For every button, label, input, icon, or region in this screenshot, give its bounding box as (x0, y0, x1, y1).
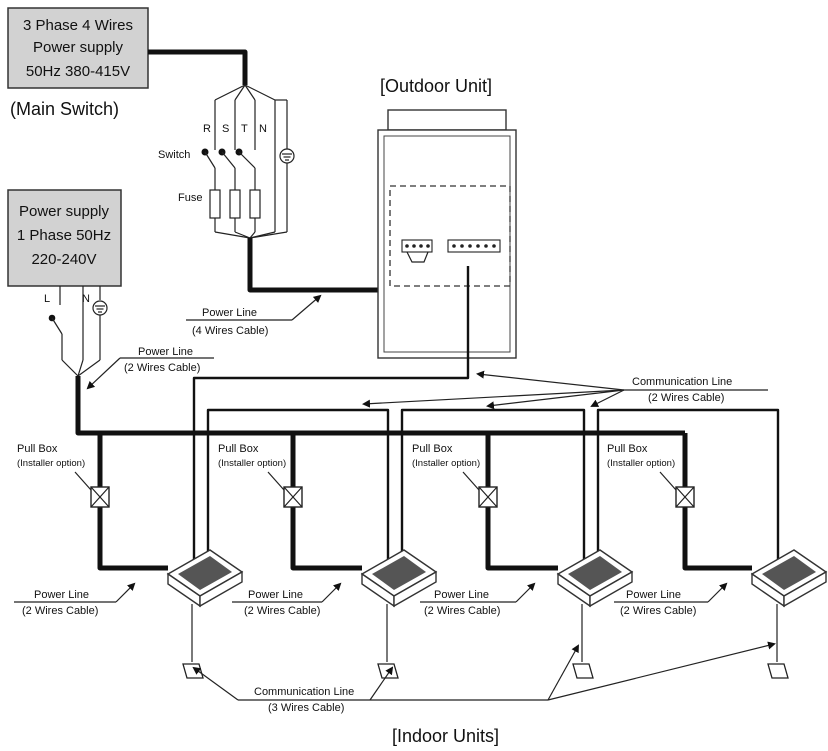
single-phase-switch (48, 286, 108, 377)
power-line-4-cable: (4 Wires Cable) (192, 325, 268, 337)
communication-line-2-cable: (2 Wires Cable) (648, 392, 724, 404)
indoor-power-line-1-title: Power Line (34, 589, 89, 601)
pull-box-2-title: Pull Box (218, 443, 259, 455)
outdoor-unit-label: [Outdoor Unit] (380, 76, 492, 96)
communication-bus (192, 266, 780, 575)
main-switch-label: (Main Switch) (10, 99, 119, 119)
indoor-units-label: [Indoor Units] (392, 726, 499, 746)
phase-label-n: N (259, 123, 267, 135)
indoor-power-bus (75, 376, 752, 571)
power-line-2-main-title: Power Line (138, 346, 193, 358)
indoor-power-line-3-title: Power Line (434, 589, 489, 601)
indoor-unit (556, 549, 634, 608)
pull-box-3-note: (Installer option) (412, 458, 480, 469)
three-phase-supply-line3: 50Hz 380-415V (26, 63, 130, 80)
three-phase-supply-line1: 3 Phase 4 Wires (23, 17, 133, 34)
indoor-unit (750, 549, 828, 608)
indoor-unit (166, 549, 244, 608)
outdoor-unit (377, 109, 517, 359)
phase-label-t: T (241, 123, 248, 135)
indoor-power-line-2-cable: (2 Wires Cable) (244, 605, 320, 617)
indoor-power-line-4-cable: (2 Wires Cable) (620, 605, 696, 617)
phase-label-r: R (203, 123, 211, 135)
communication-line-3-cable: (3 Wires Cable) (268, 702, 344, 714)
earth-icon (279, 148, 295, 164)
three-phase-supply-line2: Power supply (33, 39, 124, 56)
communication-line-3-title: Communication Line (254, 686, 354, 698)
communication-terminal-block (447, 239, 501, 253)
pull-box-2-note: (Installer option) (218, 458, 286, 469)
terminal-label-n: N (82, 293, 90, 305)
indoor-power-line-2-title: Power Line (248, 589, 303, 601)
phase-label-s: S (222, 123, 229, 135)
fuse-icon (229, 189, 241, 219)
power-line-4-title: Power Line (202, 307, 257, 319)
indoor-power-line-4-title: Power Line (626, 589, 681, 601)
remote-controller-icon (572, 663, 594, 679)
terminal-label-l: L (44, 293, 50, 305)
indoor-unit (360, 549, 438, 608)
pull-box-4-title: Pull Box (607, 443, 648, 455)
power-line-2-main-cable: (2 Wires Cable) (124, 362, 200, 374)
remote-controller-icon (182, 663, 204, 679)
earth-icon (92, 300, 108, 316)
single-phase-supply-line1: Power supply (19, 203, 110, 220)
switch-fuse-assembly (201, 84, 295, 239)
communication-line-2-title: Communication Line (632, 376, 732, 388)
single-phase-supply-line2: 1 Phase 50Hz (17, 227, 111, 244)
pull-box-1-title: Pull Box (17, 443, 58, 455)
power-terminal-block (401, 239, 433, 253)
indoor-power-line-3-cable: (2 Wires Cable) (424, 605, 500, 617)
fuse-icon (249, 189, 261, 219)
fuse-icon (209, 189, 221, 219)
pull-box-1-note: (Installer option) (17, 458, 85, 469)
single-phase-supply-line3: 220-240V (31, 251, 96, 268)
remote-controller-icon (377, 663, 399, 679)
remote-controller-icon (767, 663, 789, 679)
three-phase-supply-box (7, 7, 149, 89)
switch-label: Switch (158, 149, 190, 161)
pull-box-3-title: Pull Box (412, 443, 453, 455)
pull-box-4-note: (Installer option) (607, 458, 675, 469)
single-phase-supply-box (7, 189, 122, 287)
main-supply-cable (148, 49, 248, 85)
fuse-label: Fuse (178, 192, 202, 204)
indoor-power-line-1-cable: (2 Wires Cable) (22, 605, 98, 617)
